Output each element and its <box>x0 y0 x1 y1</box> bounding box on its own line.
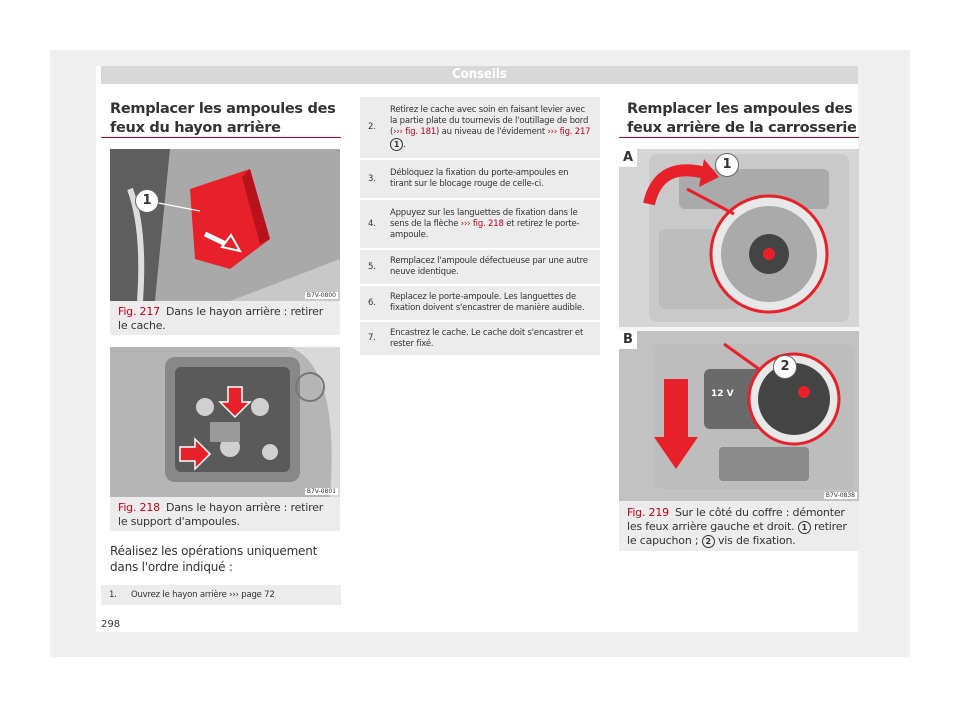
fig217-caption-box <box>110 301 340 335</box>
step-5: 5. Remplacez l'ampoule défectueuse par u… <box>360 250 600 284</box>
fig219-caption-a: Sur le côté du coffre : démonter les feu… <box>627 506 845 533</box>
page-number: 298 <box>101 619 121 630</box>
step-3-text: Débloquez la fixation du porte-ampoules … <box>390 168 569 189</box>
step-6-text: Replacez le porte-ampoule. Les languette… <box>390 292 585 313</box>
fig217-number: Fig. 217 <box>118 305 160 318</box>
fig217-code: B7V-0800 <box>304 292 338 299</box>
step-3: 3. Débloquez la fixation du porte-ampoul… <box>360 160 600 198</box>
section-header: Conseils <box>101 66 858 84</box>
step-6-number: 6. <box>368 297 376 308</box>
step-1: 1. Ouvrez le hayon arrière ››› page 72 <box>101 585 341 605</box>
left-heading-rule <box>101 137 341 138</box>
step-4-link-fig218[interactable]: fig. 218 <box>472 218 504 229</box>
step-1-number: 1. <box>109 589 117 600</box>
fig219-code: B7V-0838 <box>823 492 857 499</box>
fig218-number: Fig. 218 <box>118 501 160 514</box>
fig219-illustration <box>619 149 859 501</box>
step-6: 6. Replacez le porte-ampoule. Les langue… <box>360 286 600 320</box>
step-4-number: 4. <box>368 218 376 229</box>
step-5-number: 5. <box>368 261 376 272</box>
step-2: 2. Retirez le cache avec soin en faisant… <box>360 97 600 158</box>
step-1-box <box>101 585 341 605</box>
fig219-label-a: A <box>619 149 637 167</box>
step-7-text: Encastrez le cache. Le cache doit s'enca… <box>390 327 584 349</box>
step-3-number: 3. <box>368 173 376 184</box>
fig217-illustration <box>110 149 340 301</box>
step-7-box <box>360 322 600 355</box>
intro-text: Réalisez les opérations uniquement dans … <box>110 544 318 574</box>
fig217-caption-text: Dans le hayon arrière : retirer le cache… <box>118 305 324 332</box>
fig219-number: Fig. 219 <box>627 506 669 519</box>
right-heading: Remplacer les ampoules des feux arrière … <box>627 101 857 136</box>
step-3-box <box>360 160 600 198</box>
step-2-arrows-2: ››› <box>547 126 558 137</box>
right-heading-rule <box>619 137 859 138</box>
steps-list: 2. Retirez le cache avec soin en faisant… <box>360 97 600 355</box>
fig219-caption-c: vis de fixation. <box>717 534 796 547</box>
step-1-arrows: ››› <box>229 589 239 600</box>
step-4-box <box>360 200 600 248</box>
step-2-text-a: Retirez le cache avec soin en faisant le… <box>390 104 589 137</box>
step-4-text-b: et retirez le porte-ampoule. <box>390 218 580 240</box>
fig219-caption-badge-2: 2 <box>701 535 715 548</box>
step-4: 4. Appuyez sur les languettes de fixatio… <box>360 200 600 248</box>
fig218-caption-text: Dans le hayon arrière : retirer le suppo… <box>118 501 324 528</box>
fig219-caption-box <box>619 501 859 551</box>
step-2-text-b: ) au niveau de l'évidement <box>436 126 545 137</box>
step-7-number: 7. <box>368 333 376 343</box>
step-4-text-a: Appuyez sur les languettes de fixation d… <box>390 207 578 229</box>
step-2-arrows-1: ››› <box>393 126 403 137</box>
step-2-link-fig181[interactable]: fig. 181 <box>405 126 437 137</box>
step-6-box <box>360 286 600 320</box>
fig217-callout-1: 1 <box>135 189 159 213</box>
fig218-illustration <box>110 347 340 497</box>
step-2-number: 2. <box>368 122 376 132</box>
step-1-page-link[interactable]: page 72 <box>241 589 275 600</box>
step-2-badge: 1 <box>390 137 403 151</box>
fig218-code: B7V-0801 <box>304 488 338 495</box>
fig218-caption-box <box>110 497 340 531</box>
step-2-link-fig217[interactable]: fig. 217 <box>559 126 591 137</box>
step-7: 7. Encastrez le cache. Le cache doit s'e… <box>360 322 600 355</box>
step-1-text: Ouvrez le hayon arrière <box>131 589 227 600</box>
fig219-label-b: B <box>619 331 637 349</box>
fig219-caption-badge-1: 1 <box>797 521 811 534</box>
fig219-socket-label: 12 V <box>711 389 734 399</box>
step-5-box <box>360 250 600 284</box>
step-5-text: Remplacez l'ampoule défectueuse par une … <box>390 256 588 277</box>
step-2-text-end: . <box>403 139 406 150</box>
fig219-callout-2: 2 <box>773 355 797 379</box>
fig219-caption-b: retirer le capuchon ; <box>627 520 847 547</box>
fig219-callout-1: 1 <box>715 153 739 177</box>
left-heading: Remplacer les ampoules des feux du hayon… <box>110 101 336 136</box>
step-4-arrows: ››› <box>460 218 471 229</box>
fig218-image: B7V-0801 <box>110 347 340 497</box>
fig217-image: 1 B7V-0800 <box>110 149 340 301</box>
fig219-image: A B 1 2 12 V B7V-0838 <box>619 149 859 501</box>
